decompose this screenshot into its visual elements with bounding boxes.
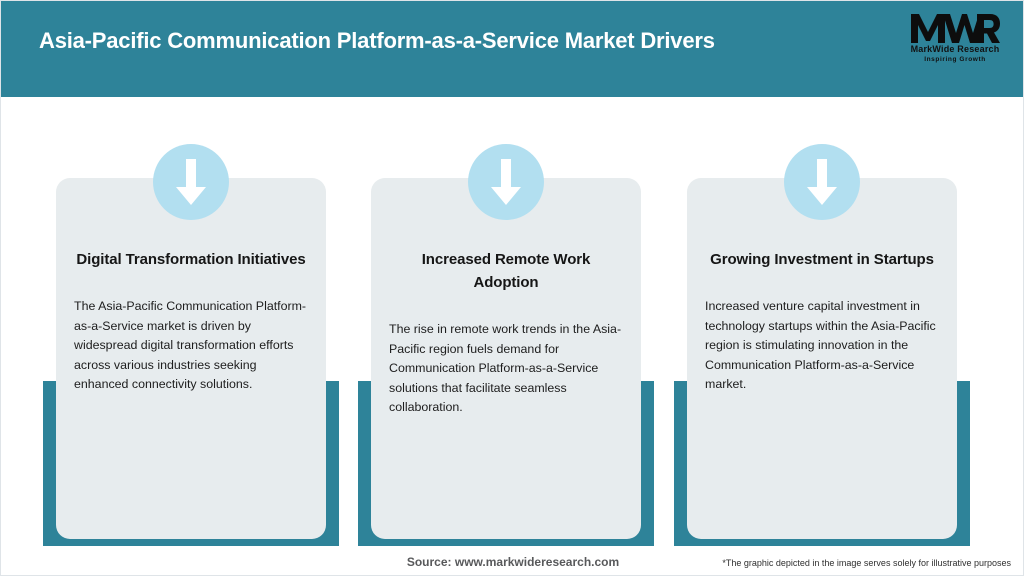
disclaimer-note: *The graphic depicted in the image serve… [722,558,1011,568]
card-title: Digital Transformation Initiatives [76,251,306,268]
driver-card-1: Digital Transformation Initiatives The A… [43,144,339,546]
card-panel: Increased Remote Work Adoption The rise … [371,178,641,539]
header-bar: Asia-Pacific Communication Platform-as-a… [1,1,1023,97]
brand-logo: MarkWide Research Inspiring Growth [903,11,1007,71]
arrow-down-glyph [176,159,206,205]
arrow-down-icon [468,144,544,220]
driver-card-3: Growing Investment in Startups Increased… [674,144,970,546]
logo-name: MarkWide Research [910,44,1000,54]
logo-tagline: Inspiring Growth [924,56,986,63]
arrow-down-glyph [807,159,837,205]
arrow-down-glyph [491,159,521,205]
page-title: Asia-Pacific Communication Platform-as-a… [39,28,715,53]
arrow-down-icon [153,144,229,220]
arrow-down-icon [784,144,860,220]
card-panel: Growing Investment in Startups Increased… [687,178,957,539]
card-body: Increased venture capital investment in … [705,299,936,391]
card-body: The Asia-Pacific Communication Platform-… [74,299,307,391]
source-note: Source: www.markwideresearch.com [406,555,620,569]
card-panel: Digital Transformation Initiatives The A… [56,178,326,539]
driver-card-2: Increased Remote Work Adoption The rise … [358,144,654,546]
card-body: The rise in remote work trends in the As… [389,322,622,414]
card-title: Increased Remote Work Adoption [421,251,591,291]
mwr-monogram-icon [911,14,1000,43]
card-title: Growing Investment in Startups [710,251,934,268]
